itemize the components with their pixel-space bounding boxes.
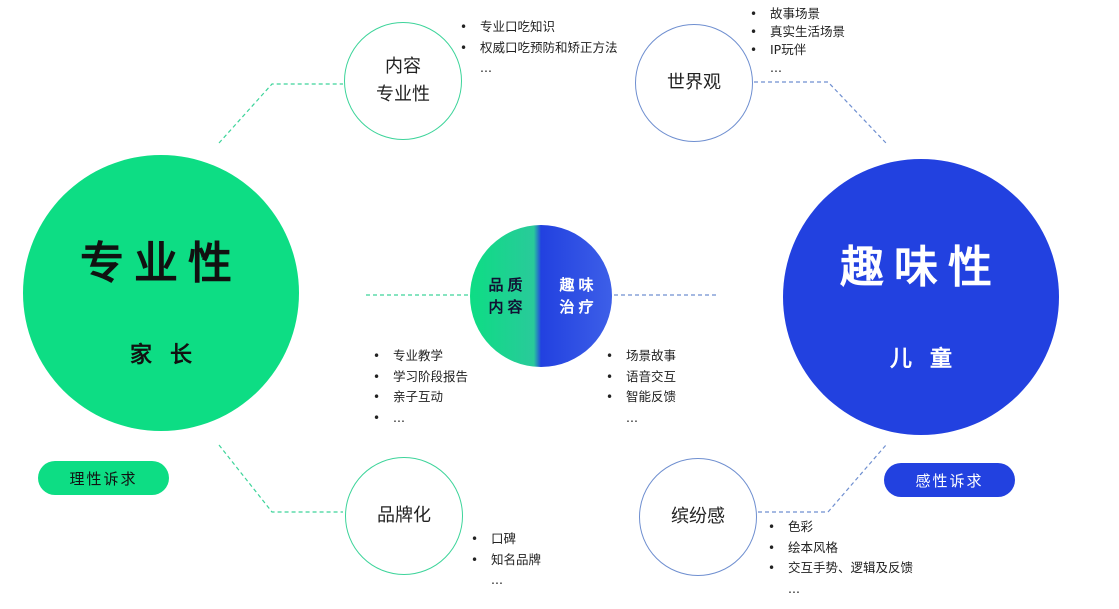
list-item: 场景故事 [606,346,676,367]
content-node: 内容 专业性 [344,22,462,140]
list-item: ... [788,580,800,596]
list-item: 故事场景 [750,5,845,23]
center-left-half: 品质 内容 [472,225,543,367]
worldview-node-label: 世界观 [667,72,721,93]
list-item: ... [491,572,503,587]
brand-list: 口碑 知名品牌 ... [471,529,541,591]
list-item: ... [626,409,638,425]
list-item: 智能反馈 [606,387,676,408]
content-node-line1: 内容 [385,56,421,77]
colorful-node-label: 缤纷感 [671,506,725,527]
brand-node: 品牌化 [345,457,463,575]
worldview-list: 故事场景 真实生活场景 IP玩伴 ... [750,5,845,77]
left-center-list: 专业教学 学习阶段报告 亲子互动 ... [373,346,468,428]
connector-content [218,83,343,144]
list-item: 权威口吃预防和矫正方法 [460,38,618,59]
parents-label: 家长 [129,343,210,368]
children-label: 儿童 [889,347,970,372]
colorful-node: 缤纷感 [639,458,757,576]
rational-appeal-pill: 理性诉求 [38,461,169,495]
list-item: 语音交互 [606,367,676,388]
center-right-line2: 治疗 [559,298,598,316]
list-item: ... [373,408,468,429]
list-item: IP玩伴 [750,41,845,59]
list-item: 知名品牌 [471,550,541,571]
worldview-node: 世界观 [635,24,753,142]
connector-world [754,81,887,144]
center-circle: 品质 内容 趣味 治疗 [470,225,612,367]
center-left-line2: 内容 [488,298,527,316]
professionalism-title: 专业性 [80,238,242,289]
list-item: 绘本风格 [768,538,913,559]
list-item: 真实生活场景 [750,23,845,41]
content-list: 专业口吃知识 权威口吃预防和矫正方法 ... [460,17,618,79]
fun-circle: 趣味性 儿童 [783,159,1059,435]
list-item: ... [480,60,492,75]
emotional-appeal-pill: 感性诉求 [884,463,1015,497]
list-item: 色彩 [768,517,913,538]
content-node-line2: 专业性 [376,84,430,105]
list-item: 专业口吃知识 [460,17,618,38]
brand-node-label: 品牌化 [377,505,431,526]
list-item: 学习阶段报告 [373,367,468,388]
list-item: 亲子互动 [373,387,468,408]
list-item: ... [770,60,782,75]
right-center-list: 场景故事 语音交互 智能反馈 ... [606,346,676,428]
connector-color [758,444,887,513]
professionalism-circle: 专业性 家长 [23,155,299,431]
list-item: 交互手势、逻辑及反馈 [768,558,913,579]
center-right-line1: 趣味 [559,276,598,294]
list-item: 专业教学 [373,346,468,367]
colorful-list: 色彩 绘本风格 交互手势、逻辑及反馈 ... [768,517,913,599]
connector-brand [218,444,343,513]
fun-title: 趣味性 [840,242,1002,293]
center-right-half: 趣味 治疗 [543,225,612,367]
list-item: 口碑 [471,529,541,550]
center-left-line1: 品质 [488,276,527,294]
